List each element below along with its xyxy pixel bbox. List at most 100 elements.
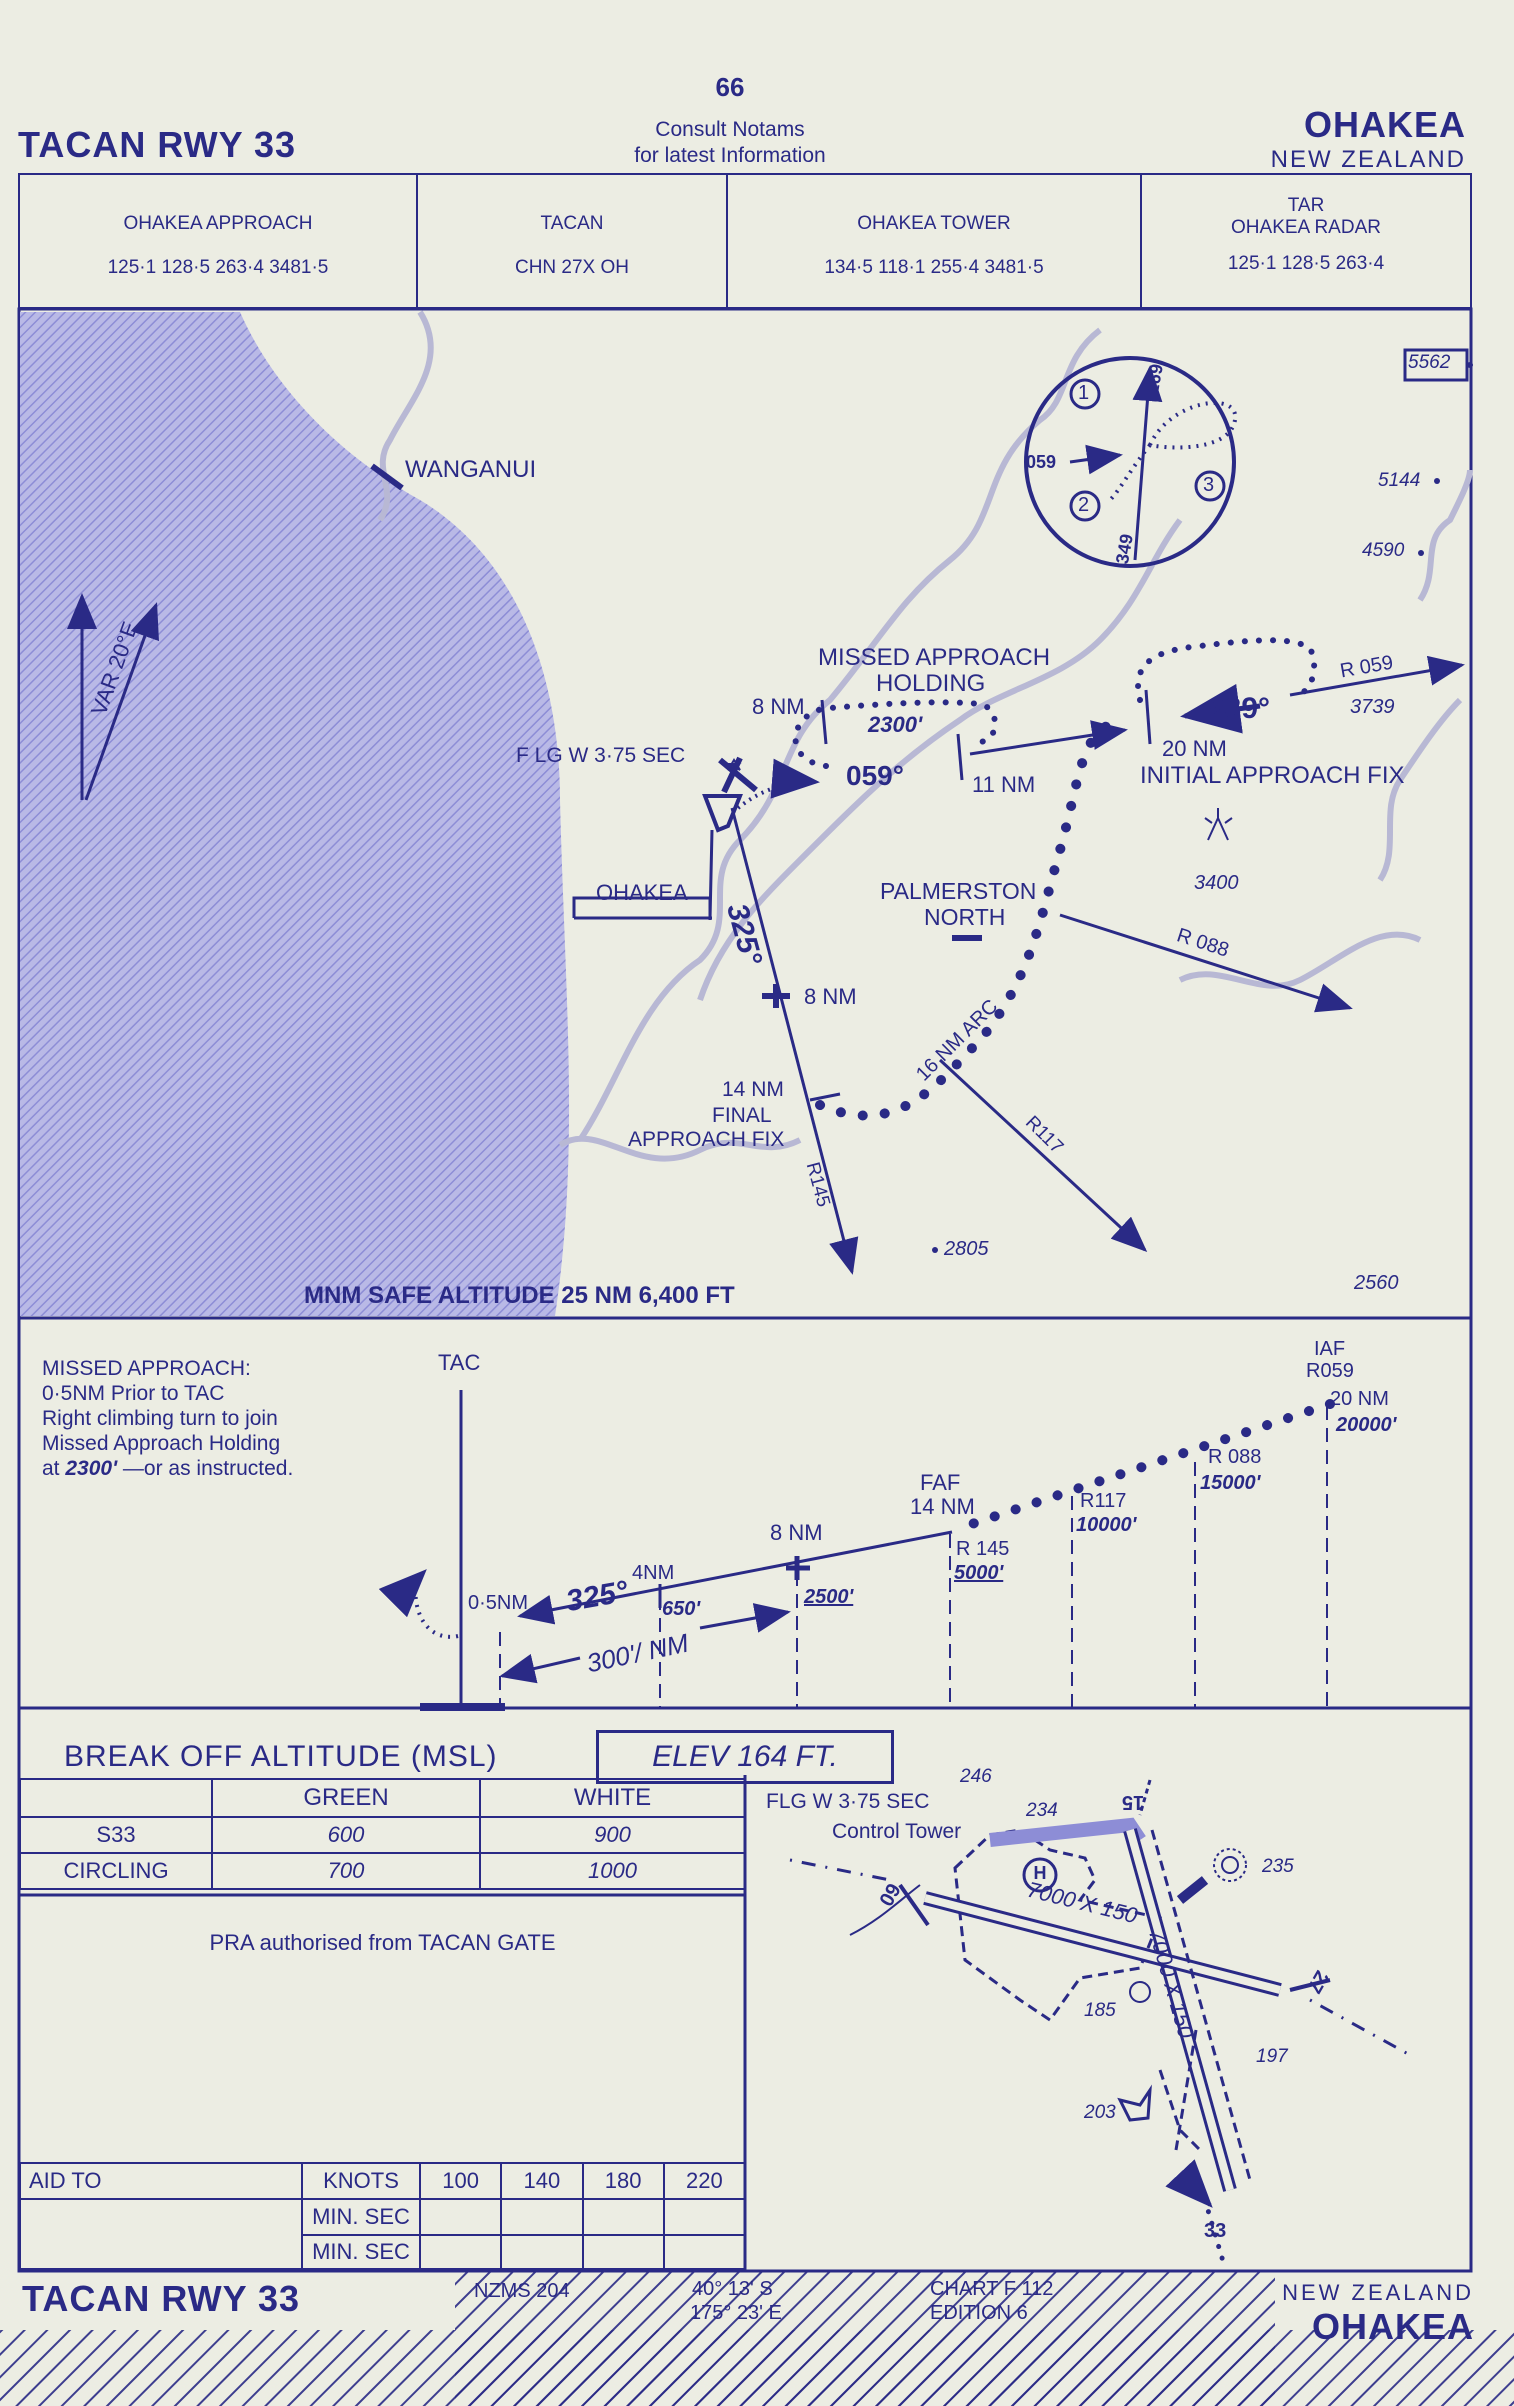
holding-inset [1024,356,1236,568]
faf-label-3: APPROACH FIX [628,1128,785,1151]
break-off-title: BREAK OFF ALTITUDE (MSL) [64,1740,498,1773]
profile-8nm: 8 NM [770,1520,823,1545]
freq-ohakea-radar: TAR OHAKEA RADAR 125·1 128·5 263·4 [1142,173,1470,309]
freq-ohakea-tower: OHAKEA TOWER 134·5 118·1 255·4 3481·5 [728,173,1142,309]
notam-notice-line1: Consult Notams [655,118,805,141]
runway-15: 15 [1122,1791,1145,1813]
footer-longitude: 175° 23' E [690,2302,782,2324]
spot-3739: 3739 [1350,696,1395,718]
spot-2560: 2560 [1354,1272,1399,1294]
tac-label: TAC [438,1350,481,1375]
profile-alt-15000: 15000' [1200,1472,1261,1494]
timing-cell [581,2198,665,2236]
control-tower-label: Control Tower [832,1820,962,1843]
freq-ohakea-approach: OHAKEA APPROACH 125·1 128·5 263·4 3481·5 [20,173,418,309]
ad-spot-185: 185 [1084,2000,1116,2021]
timing-cell [662,2234,747,2270]
row-white: 1000 [479,1852,746,1890]
airport-title: OHAKEA [1303,104,1466,145]
table-row: S33 600 900 [19,1816,746,1854]
col-white: WHITE [479,1778,746,1818]
footer-airport: OHAKEA [1311,2306,1474,2347]
ad-spot-203: 203 [1084,2102,1116,2123]
profile-r145: R 145 [956,1538,1010,1560]
missed-holding-label-1: MISSED APPROACH [818,644,1051,671]
holding-altitude: 2300' [868,712,923,737]
ad-spot-234: 234 [1026,1800,1058,1821]
min-sec-label: MIN. SEC [301,2198,421,2236]
profile-faf-label: FAF [920,1470,961,1495]
missed-holding-label-2: HOLDING [876,670,986,697]
table-row: CIRCLING 700 1000 [19,1852,746,1890]
ad-spot-246: 246 [960,1766,992,1787]
header-blank [19,1778,213,1818]
missed-approach-instructions: MISSED APPROACH: 0·5NM Prior to TAC Righ… [42,1356,293,1481]
missed-line-altitude: at 2300' —or as instructed. [42,1456,293,1481]
dme-11nm: 11 NM [972,772,1036,797]
timing-cell [418,2234,503,2270]
missed-line: Missed Approach Holding [42,1432,281,1455]
profile-alt-10000: 10000' [1076,1514,1137,1536]
missed-line: MISSED APPROACH: [42,1357,251,1380]
timing-cell [581,2234,665,2270]
profile-iaf: IAF [1314,1338,1346,1360]
footer-edition: EDITION 6 [930,2302,1028,2324]
heading-239: 239° [1208,692,1271,725]
wanganui-label: WANGANUI [405,456,537,483]
faf-label-1: 14 NM [722,1078,784,1101]
missed-alt-suffix: —or as instructed. [117,1457,294,1480]
footer-chart-number: CHART F 112 [930,2278,1054,2300]
timing-table: AID TO KNOTS 100 140 180 220 MIN. SEC MI… [19,2162,747,2270]
profile-iaf-r059: R059 [1306,1360,1354,1382]
runway-33: 33 [1204,2220,1227,2242]
pra-note: PRA authorised from TACAN GATE [209,1930,556,1955]
dme-8nm-holding: 8 NM [752,694,805,719]
palmerston-label-1: PALMERSTON [880,878,1037,904]
spot-3400: 3400 [1194,872,1239,894]
missed-line: 0·5NM Prior to TAC [42,1382,225,1405]
missed-alt-prefix: at [42,1457,66,1480]
spot-5144: 5144 [1378,470,1421,491]
ad-spot-197: 197 [1256,2046,1288,2067]
inset-course-059: 059 [1026,452,1057,472]
row-label: S33 [19,1816,213,1854]
freq-name-line2: OHAKEA RADAR [1231,217,1381,238]
profile-r088: R 088 [1208,1446,1262,1468]
row-green: 700 [211,1852,481,1890]
ohakea-label: OHAKEA [596,880,688,905]
profile-alt-650: 650' [662,1598,701,1620]
timing-cell [662,2198,747,2236]
ad-beacon: FLG W 3·75 SEC [766,1790,930,1813]
spot-2805: 2805 [944,1238,989,1260]
row-white: 900 [479,1816,746,1854]
timing-blank [19,2235,303,2270]
speed-220: 220 [662,2162,747,2200]
spot-5562: 5562 [1408,352,1451,373]
freq-name-line1: TAR [1287,195,1325,216]
freq-name: TACAN [540,213,604,234]
col-green: GREEN [211,1778,481,1818]
page-number: 66 [715,72,745,102]
timing-cell [500,2198,584,2236]
inset-sector-2: 2 [1078,494,1090,516]
speed-140: 140 [500,2162,584,2200]
freq-name: OHAKEA TOWER [857,213,1011,234]
profile-iaf-20nm: 20 NM [1330,1388,1389,1410]
timing-blank [19,2198,303,2235]
profile-faf-14nm: 14 NM [910,1494,975,1519]
break-off-table: GREEN WHITE S33 600 900 CIRCLING 700 100… [19,1778,746,1890]
footer-country: NEW ZEALAND [1282,2280,1474,2305]
palmerston-label-2: NORTH [924,904,1006,930]
inset-sector-3: 3 [1203,474,1215,496]
profile-05nm: 0·5NM [468,1592,529,1614]
aerodrome-diagram [789,1779,1411,2271]
freq-value: CHN 27X OH [514,257,630,278]
freq-name: OHAKEA APPROACH [123,213,313,234]
elevation-box: ELEV 164 FT. [596,1730,894,1784]
iaf-label-2: INITIAL APPROACH FIX [1140,762,1405,789]
row-label: CIRCLING [19,1852,213,1890]
inset-sector-1: 1 [1078,382,1090,404]
footer-latitude: 40° 13' S [692,2278,773,2300]
freq-value: 125·1 128·5 263·4 3481·5 [107,257,329,278]
